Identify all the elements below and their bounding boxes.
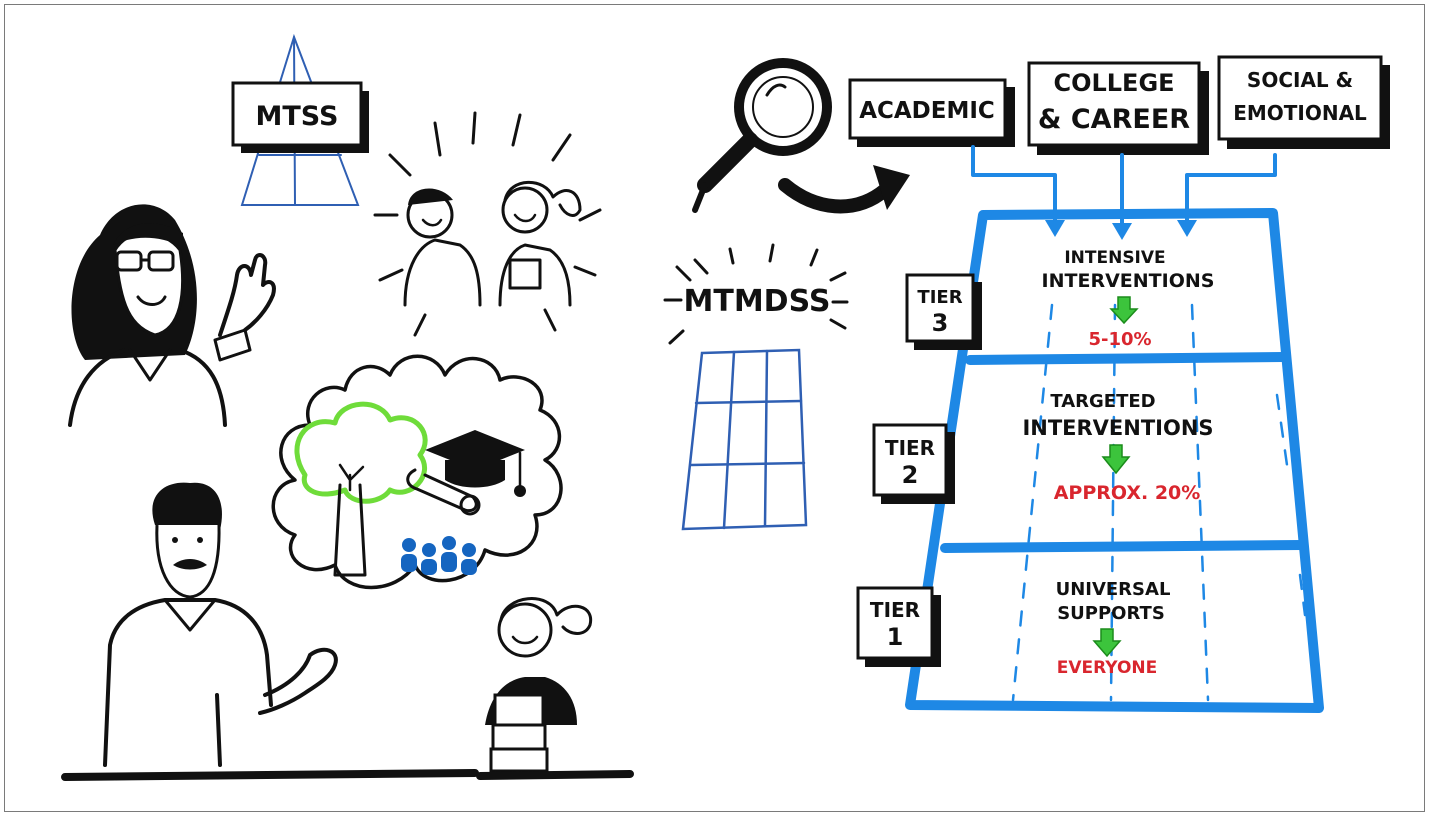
tier-2-tag-word: TIER xyxy=(885,436,935,460)
tier-1-down-arrow-icon xyxy=(1092,628,1122,658)
mtmdss-label: MTMDSS xyxy=(684,284,831,319)
tier-1-section: TIER 1 UNIVERSAL SUPPORTS EVERYONE xyxy=(856,579,1171,678)
tier-3-tag-word: TIER xyxy=(917,287,962,308)
tier-2-section: TIER 2 TARGETED INTERVENTIONS APPROX. 20… xyxy=(872,391,1214,504)
thought-cloud xyxy=(271,354,563,590)
diploma-icon xyxy=(406,468,481,516)
tier-1-tag: TIER 1 xyxy=(856,586,941,667)
tier-3-title-line2: INTERVENTIONS xyxy=(1042,270,1215,292)
teacher-woman-figure xyxy=(68,204,276,427)
tier-pyramid xyxy=(905,208,1324,713)
tier-3-percentage: 5-10% xyxy=(1088,329,1151,350)
tree-icon xyxy=(294,401,428,577)
mtmdss-burst: MTMDSS xyxy=(663,243,849,345)
tier-3-tag-number: 3 xyxy=(932,309,949,337)
magnifier-icon xyxy=(692,58,832,213)
tier-2-title-line2: INTERVENTIONS xyxy=(1022,416,1213,440)
domain-social-line2: EMOTIONAL xyxy=(1233,101,1367,125)
domain-college-line1: COLLEGE xyxy=(1053,69,1174,97)
tier-3-tag: TIER 3 xyxy=(905,273,982,350)
whiteboard-illustration: MTSS xyxy=(61,33,1390,781)
domain-box-social-emotional: SOCIAL & EMOTIONAL xyxy=(1217,55,1390,149)
students-pair-figure xyxy=(373,111,602,337)
tier-2-down-arrow-icon xyxy=(1101,444,1131,475)
mtss-label-box: MTSS xyxy=(231,81,369,153)
mtmdss-grid xyxy=(681,348,808,531)
tier-3-section: TIER 3 INTENSIVE INTERVENTIONS 5-10% xyxy=(905,248,1215,350)
tier-2-tag-number: 2 xyxy=(902,461,919,489)
tier-3-title-line1: INTENSIVE xyxy=(1064,248,1165,268)
tier-1-title-line1: UNIVERSAL xyxy=(1056,579,1171,600)
domain-connectors xyxy=(971,145,1277,240)
people-group-icon xyxy=(401,536,477,575)
domain-academic-label: ACADEMIC xyxy=(859,98,995,124)
tier-1-title-line2: SUPPORTS xyxy=(1057,603,1165,624)
tier-2-title-line1: TARGETED xyxy=(1050,391,1155,412)
illustration-frame: MTSS xyxy=(4,4,1425,812)
tier-1-percentage: EVERYONE xyxy=(1057,658,1158,678)
curved-arrow-icon xyxy=(778,165,910,214)
graduation-cap-icon xyxy=(425,430,526,497)
student-girl-figure xyxy=(476,597,634,780)
domain-box-college-career: COLLEGE & CAREER xyxy=(1027,61,1209,155)
tier-2-percentage: APPROX. 20% xyxy=(1054,482,1201,504)
teacher-man-figure xyxy=(61,482,479,781)
domain-social-line1: SOCIAL & xyxy=(1247,68,1353,92)
domain-college-line2: & CAREER xyxy=(1038,104,1190,135)
mtss-label: MTSS xyxy=(256,101,339,132)
tier-3-down-arrow-icon xyxy=(1109,296,1139,325)
tier-1-tag-word: TIER xyxy=(870,598,920,622)
tier-1-tag-number: 1 xyxy=(887,623,904,651)
domain-box-academic: ACADEMIC xyxy=(848,78,1015,147)
tier-2-tag: TIER 2 xyxy=(872,423,955,504)
